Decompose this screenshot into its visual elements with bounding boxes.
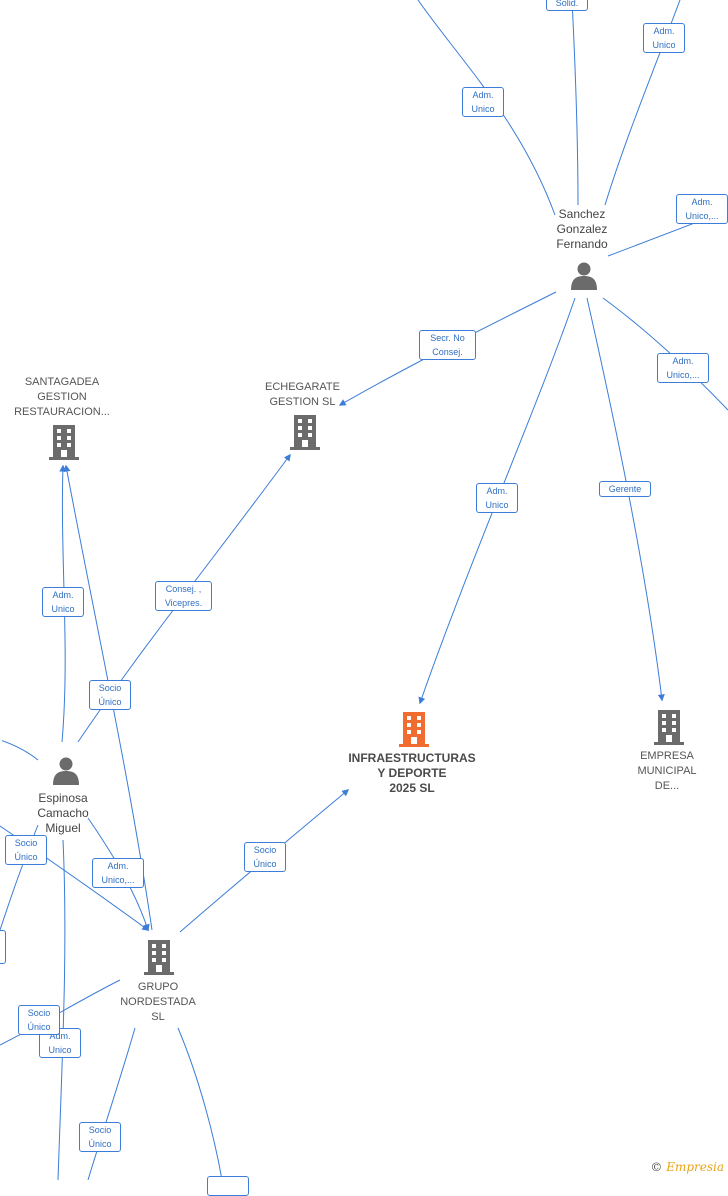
edge-label-adm-unico[interactable]: Adm. Unico <box>42 587 84 617</box>
node-infraestructuras-label[interactable]: INFRAESTRUCTURAS Y DEPORTE 2025 SL <box>348 751 476 795</box>
edge-label-solid[interactable]: Solid. <box>546 0 588 11</box>
edge-label-socio-unico[interactable]: Socio Único <box>89 680 131 710</box>
edge-top-solid <box>571 0 579 206</box>
edge-sanchez-empresa <box>586 297 665 702</box>
building-icon <box>290 415 320 450</box>
edge-label-secr-no-consej[interactable]: Secr. No Consej. <box>419 330 476 360</box>
node-espinosa-label[interactable]: Espinosa Camacho Miguel <box>37 791 89 835</box>
edge-label-adm-unico[interactable]: Adm. Unico <box>643 23 685 53</box>
edge-grupo-bottom-right <box>177 1027 223 1180</box>
brand-logo: Empresia <box>666 1160 724 1174</box>
building-icon-highlight <box>399 712 429 747</box>
edge-label-partial-bottom[interactable] <box>207 1176 249 1196</box>
edge-label-partial-left-top <box>0 735 2 765</box>
node-echegarate-label[interactable]: ECHEGARATE GESTION SL <box>265 381 340 408</box>
brand-watermark: © Empresia <box>650 1160 724 1174</box>
node-empresa-label[interactable]: EMPRESA MUNICIPAL DE... <box>637 750 697 792</box>
edge-grupo-bottom <box>87 1027 136 1180</box>
building-icon <box>144 940 174 975</box>
edge-label-gerente[interactable]: Gerente <box>599 481 651 497</box>
edge-espinosa-down <box>57 839 66 1180</box>
edge-sanchez-right2 <box>602 297 728 411</box>
edge-label-adm-unico[interactable]: Adm. Unico <box>476 483 518 513</box>
edge-label-consej-vicepres[interactable]: Consej. , Vicepres. <box>155 581 212 611</box>
edge-label-partial-left[interactable] <box>0 930 6 964</box>
edge-label-adm-unico[interactable]: Adm. Unico <box>462 87 504 117</box>
edge-label-adm-unico[interactable]: Adm. Unico,... <box>657 353 709 383</box>
node-grupo-label[interactable]: GRUPO NORDESTADA SL <box>120 981 196 1023</box>
building-icon <box>654 710 684 745</box>
person-icon <box>53 757 79 785</box>
copyright-symbol: © <box>650 1160 663 1174</box>
edge-label-socio-unico[interactable]: Socio Único <box>5 835 47 865</box>
edge-grupo-bottom-left <box>0 979 121 1046</box>
edge-label-socio-unico[interactable]: Socio Único <box>244 842 286 872</box>
edge-label-socio-unico[interactable]: Socio Único <box>18 1005 60 1035</box>
edge-espinosa-left <box>0 739 39 761</box>
node-santagadea-label[interactable]: SANTAGADEA GESTION RESTAURACION... <box>14 376 110 418</box>
edge-label-socio-unico[interactable]: Socio Único <box>79 1122 121 1152</box>
edge-label-adm-unico[interactable]: Adm. Unico,... <box>676 194 728 224</box>
person-icon <box>571 262 597 290</box>
node-sanchez-label[interactable]: Sanchez Gonzalez Fernando <box>556 207 608 251</box>
edge-label-adm-unico[interactable]: Adm. Unico,... <box>92 858 144 888</box>
building-icon <box>49 425 79 460</box>
